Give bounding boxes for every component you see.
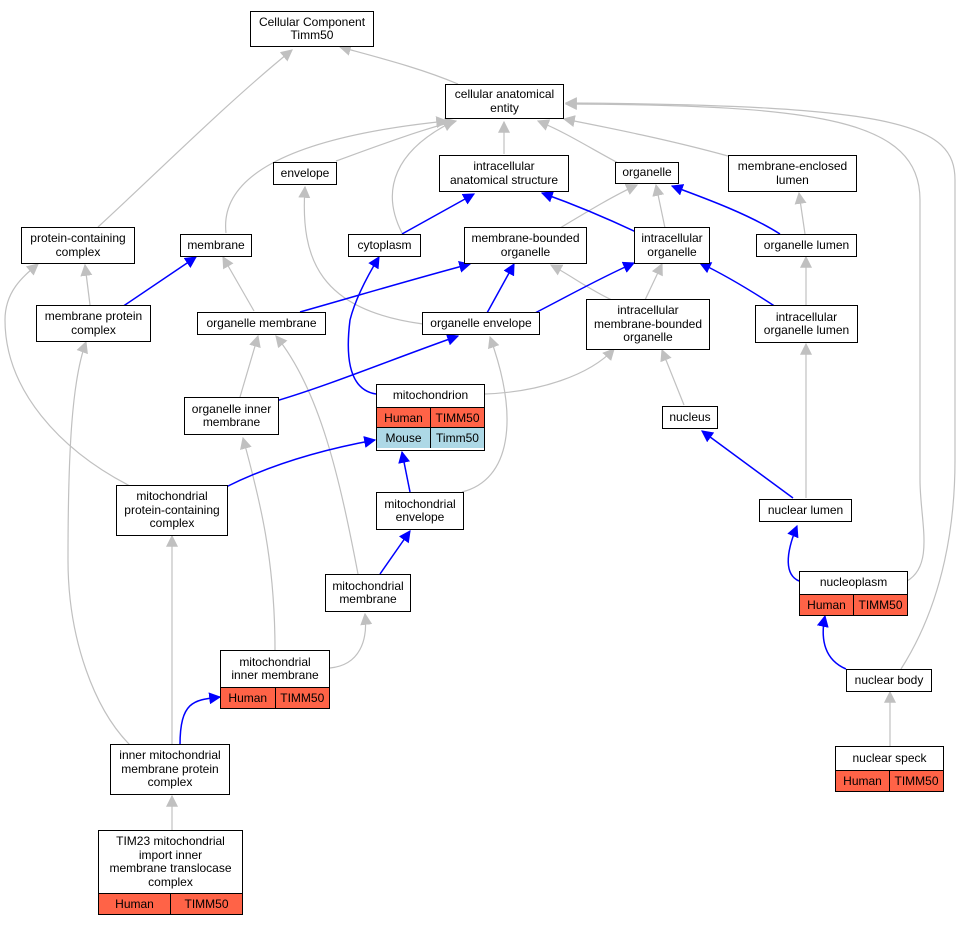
annotation-row-human: Human TIMM50 — [836, 771, 943, 791]
node-mitochondrial-membrane[interactable]: mitochondrial membrane — [325, 574, 411, 612]
edge-cytoplasm-to-ias — [401, 193, 476, 235]
edge-mpcc-to-pcc — [4, 263, 131, 487]
node-organelle[interactable]: organelle — [615, 162, 679, 184]
node-label: mitochondrial inner membrane — [221, 651, 329, 688]
edge-io-to-ias — [540, 190, 637, 233]
edge-oim-to-oe — [275, 333, 460, 402]
node-inner-mitochondrial-membrane-protein-complex[interactable]: inner mitochondrial membrane protein com… — [110, 744, 230, 795]
edge-nuclearbody-to-entity — [564, 97, 956, 670]
node-membrane[interactable]: membrane — [180, 234, 252, 257]
gene-timm50: TIMM50 — [889, 771, 943, 791]
node-membrane-enclosed-lumen[interactable]: membrane-enclosed lumen — [728, 155, 857, 192]
edge-me-to-mito — [398, 450, 411, 493]
species-human: Human — [384, 410, 423, 425]
edge-pcc-to-cc — [97, 49, 293, 228]
edge-nucleoplasm-to-nuclearlumen — [787, 524, 800, 582]
species-human: Human — [807, 598, 846, 612]
gene-timm50: TIMM50 — [853, 595, 907, 615]
node-membrane-bounded-organelle[interactable]: membrane-bounded organelle — [464, 227, 587, 264]
node-label: TIM23 mitochondrial import inner membran… — [99, 831, 242, 894]
edge-entity-to-cc — [338, 44, 459, 85]
edge-nucleus-to-ias-lumen — [701, 430, 794, 499]
node-intracellular-anatomical-structure[interactable]: intracellular anatomical structure — [439, 155, 569, 192]
node-intracellular-membrane-bounded-organelle[interactable]: intracellular membrane-bounded organelle — [586, 299, 710, 350]
edge-imbo-to-mbo — [549, 264, 613, 301]
node-label: nuclear speck — [836, 747, 943, 771]
node-mitochondrial-envelope[interactable]: mitochondrial envelope — [376, 492, 464, 530]
node-intracellular-organelle-lumen[interactable]: intracellular organelle lumen — [755, 305, 858, 343]
node-cellular-component[interactable]: Cellular Component Timm50 — [250, 11, 374, 47]
node-mitochondrial-inner-membrane[interactable]: mitochondrial inner membrane Human TIMM5… — [220, 650, 330, 709]
edge-oim-to-om — [239, 334, 261, 398]
edge-imm-to-mim — [179, 692, 222, 746]
edge-ol-to-mel — [794, 191, 807, 235]
node-organelle-envelope[interactable]: organelle envelope — [422, 312, 540, 335]
species-human: Human — [843, 774, 882, 788]
edge-nuclearbody-to-nucleoplasm — [816, 614, 847, 670]
node-nucleus[interactable]: nucleus — [662, 406, 718, 429]
node-protein-containing-complex[interactable]: protein-containing complex — [21, 227, 135, 264]
node-label: nucleoplasm — [800, 572, 907, 595]
node-nuclear-body[interactable]: nuclear body — [846, 669, 932, 692]
node-cytoplasm[interactable]: cytoplasm — [348, 234, 421, 257]
node-nuclear-speck[interactable]: nuclear speck Human TIMM50 — [835, 746, 944, 792]
annotation-row-human: Human TIMM50 — [99, 894, 242, 914]
node-organelle-membrane[interactable]: organelle membrane — [197, 312, 326, 335]
edge-mm-to-om — [275, 335, 359, 575]
edge-oe-to-mbo — [486, 262, 515, 314]
edge-mito-to-cytoplasm — [347, 255, 380, 395]
node-nucleoplasm[interactable]: nucleoplasm Human TIMM50 — [799, 571, 908, 616]
node-organelle-lumen[interactable]: organelle lumen — [756, 234, 857, 257]
edge-mel-to-entity — [562, 115, 729, 157]
annotation-row-human: Human TIMM50 — [377, 408, 484, 428]
node-envelope[interactable]: envelope — [273, 162, 337, 185]
edge-mpcc-to-mito — [225, 436, 377, 488]
node-label: mitochondrion — [377, 385, 484, 408]
gene-timm50: TIMM50 — [430, 408, 484, 427]
node-intracellular-organelle[interactable]: intracellular organelle — [634, 227, 710, 264]
node-mitochondrial-protein-containing-complex[interactable]: mitochondrial protein-containing complex — [116, 485, 228, 536]
edge-cytoplasm-to-entity — [391, 120, 456, 234]
edge-io-to-organelle — [652, 183, 666, 229]
gene-timm50: Timm50 — [430, 428, 484, 448]
species-mouse: Mouse — [385, 431, 422, 445]
edge-membrane-to-entity — [225, 116, 449, 234]
node-mitochondrion[interactable]: mitochondrion Human TIMM50 Mouse Timm50 — [376, 384, 485, 451]
edge-oe-to-io — [534, 261, 636, 314]
edge-imbo-to-io — [644, 262, 663, 301]
node-cellular-anatomical-entity[interactable]: cellular anatomical entity — [445, 84, 564, 119]
annotation-row-mouse: Mouse Timm50 — [377, 428, 484, 448]
edge-mpc-to-pcc — [80, 263, 93, 306]
annotation-row-human: Human TIMM50 — [221, 688, 329, 708]
edge-imm-to-mpc — [67, 340, 131, 746]
edge-iol-to-io — [698, 262, 777, 308]
gene-timm50: TIMM50 — [170, 894, 242, 914]
node-membrane-protein-complex[interactable]: membrane protein complex — [36, 305, 151, 342]
edge-me-to-oe — [461, 335, 508, 493]
edge-om-to-mbo — [299, 260, 472, 313]
edge-oe-to-envelope — [298, 185, 424, 325]
node-organelle-inner-membrane[interactable]: organelle inner membrane — [184, 397, 279, 435]
edge-nucleus-to-imbo — [660, 348, 685, 406]
edge-mim-to-mm — [329, 612, 373, 669]
node-nuclear-lumen[interactable]: nuclear lumen — [759, 499, 852, 522]
species-human: Human — [115, 897, 154, 911]
annotation-row-human: Human TIMM50 — [800, 595, 907, 615]
edge-nucleoplasm-to-entity — [564, 98, 925, 582]
gene-timm50: TIMM50 — [274, 688, 330, 708]
edge-ol-to-organelle — [670, 184, 781, 235]
node-tim23-complex[interactable]: TIM23 mitochondrial import inner membran… — [98, 830, 243, 915]
edge-mbo-to-organelle — [559, 184, 639, 229]
edge-mpc-to-membrane — [121, 256, 197, 308]
edge-om-to-membrane — [222, 255, 255, 312]
edge-mito-to-imbo — [484, 348, 615, 395]
edge-mim-to-oim — [240, 436, 276, 651]
edge-mm-to-me — [379, 530, 411, 575]
species-human: Human — [228, 691, 268, 705]
edge-organelle-to-entity — [536, 119, 621, 165]
